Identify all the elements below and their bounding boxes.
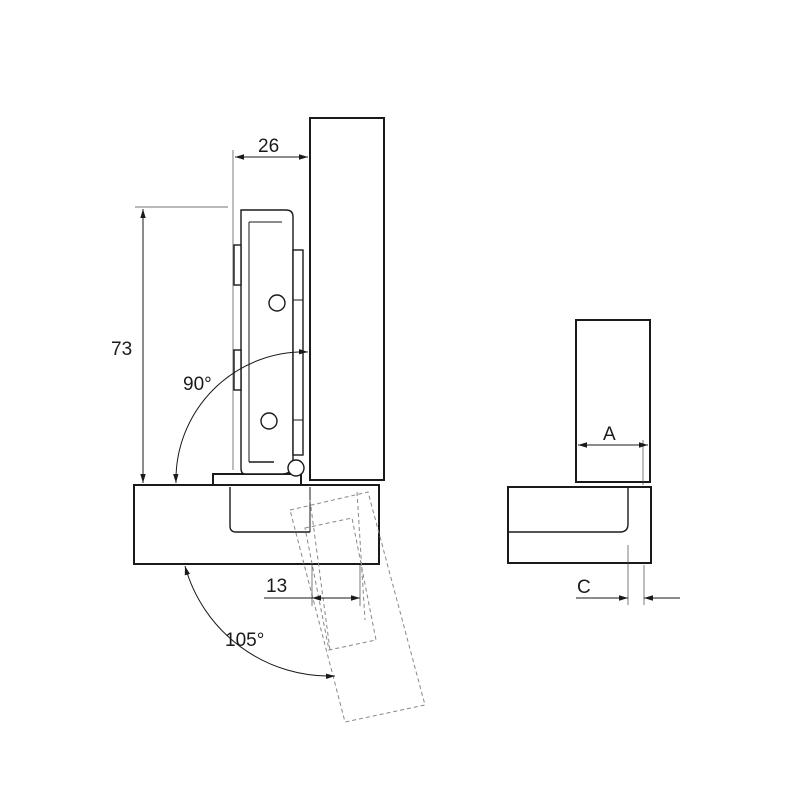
cup-recess-small	[508, 487, 629, 533]
dimension-73: 73	[111, 206, 228, 483]
angle-105-label: 105°	[225, 630, 264, 651]
hinge-screw-hole-bottom	[260, 412, 278, 430]
hinge-arm	[212, 209, 305, 486]
dimension-13: 13	[264, 565, 361, 606]
door-panel	[309, 117, 385, 481]
dim-73-label: 73	[111, 339, 132, 360]
hinge-pivot	[287, 459, 305, 477]
hinge-screw-hole-top	[268, 294, 286, 312]
right-view: A C	[507, 319, 680, 605]
angle-105: 105°	[184, 565, 336, 680]
dimension-a: A	[578, 424, 648, 485]
dim-a-label: A	[603, 424, 616, 445]
dimension-c: C	[576, 545, 680, 605]
angle-90: 90°	[173, 349, 309, 484]
dim-c-label: C	[577, 577, 591, 598]
angle-90-label: 90°	[183, 374, 212, 395]
dim-26-label: 26	[258, 136, 279, 157]
cabinet-panel	[133, 484, 380, 565]
cabinet-panel-small	[507, 486, 652, 564]
door-panel-small	[575, 319, 651, 483]
dim-13-label: 13	[266, 576, 287, 597]
left-view: 26 73 90° 13 105°	[111, 117, 426, 723]
hinge-cup-recess	[229, 487, 310, 533]
